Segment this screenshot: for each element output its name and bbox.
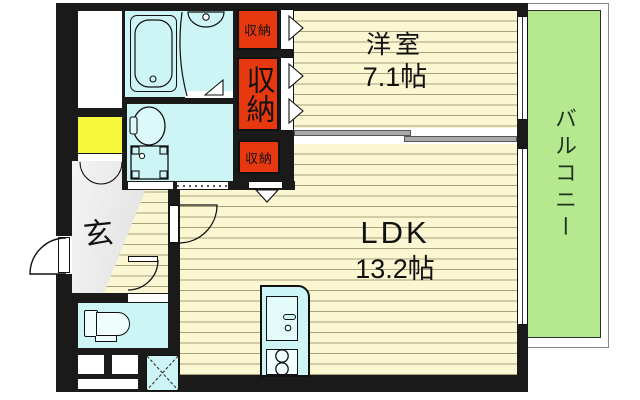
entrance-label: 玄 bbox=[81, 216, 116, 253]
storage-box-bottom: 収納 bbox=[238, 140, 280, 174]
hall-door-leaf bbox=[169, 205, 179, 243]
western-room-name: 洋室 bbox=[365, 31, 424, 59]
closet-door bbox=[280, 9, 294, 50]
closet bbox=[78, 11, 122, 108]
kitchen-faucet bbox=[283, 314, 296, 320]
sliding-door-panel bbox=[294, 130, 411, 136]
wall-stub bbox=[122, 153, 127, 190]
pipe-space bbox=[146, 355, 179, 391]
toilet-base bbox=[95, 336, 117, 342]
toilet-door-leaf bbox=[128, 256, 158, 262]
meter-box bbox=[78, 379, 138, 389]
entry-door-leaf bbox=[58, 237, 70, 273]
closet-door bbox=[280, 57, 294, 131]
washroom-door bbox=[128, 182, 173, 189]
western-room-size: 7.1帖 bbox=[362, 62, 428, 93]
ldk-name: LDK bbox=[360, 215, 430, 250]
toilet-door-opening bbox=[128, 294, 168, 302]
storage-label: 収納 bbox=[242, 65, 274, 123]
storage-label: 収納 bbox=[243, 23, 272, 38]
balcony: バルコニー bbox=[527, 10, 601, 338]
storage-box-top: 収納 bbox=[237, 9, 279, 50]
balcony-window bbox=[517, 148, 528, 325]
ldk-size: 13.2帖 bbox=[355, 253, 435, 284]
washroom bbox=[127, 104, 233, 181]
western-room-floor bbox=[294, 11, 517, 128]
meter-box bbox=[112, 355, 138, 374]
toilet-bowl bbox=[96, 312, 130, 336]
bathtub bbox=[130, 15, 177, 92]
closet-door bbox=[248, 181, 283, 189]
western-room-label: 洋室 7.1帖 bbox=[295, 30, 495, 95]
storage-label: 収納 bbox=[244, 150, 273, 166]
kitchen-stove bbox=[266, 349, 298, 375]
washroom-sliding-door bbox=[177, 182, 228, 189]
shoe-cabinet-counter bbox=[78, 154, 122, 161]
balcony-label: バルコニー bbox=[552, 106, 577, 242]
meter-box bbox=[78, 355, 104, 374]
shoe-cabinet bbox=[78, 117, 122, 153]
sliding-door-panel bbox=[404, 136, 517, 142]
ldk-label: LDK 13.2帖 bbox=[295, 214, 495, 287]
bathroom-door bbox=[185, 91, 233, 98]
balcony-window bbox=[517, 16, 528, 120]
storage-box-middle: 収納 bbox=[237, 57, 279, 131]
toilet-wall bbox=[72, 293, 180, 303]
